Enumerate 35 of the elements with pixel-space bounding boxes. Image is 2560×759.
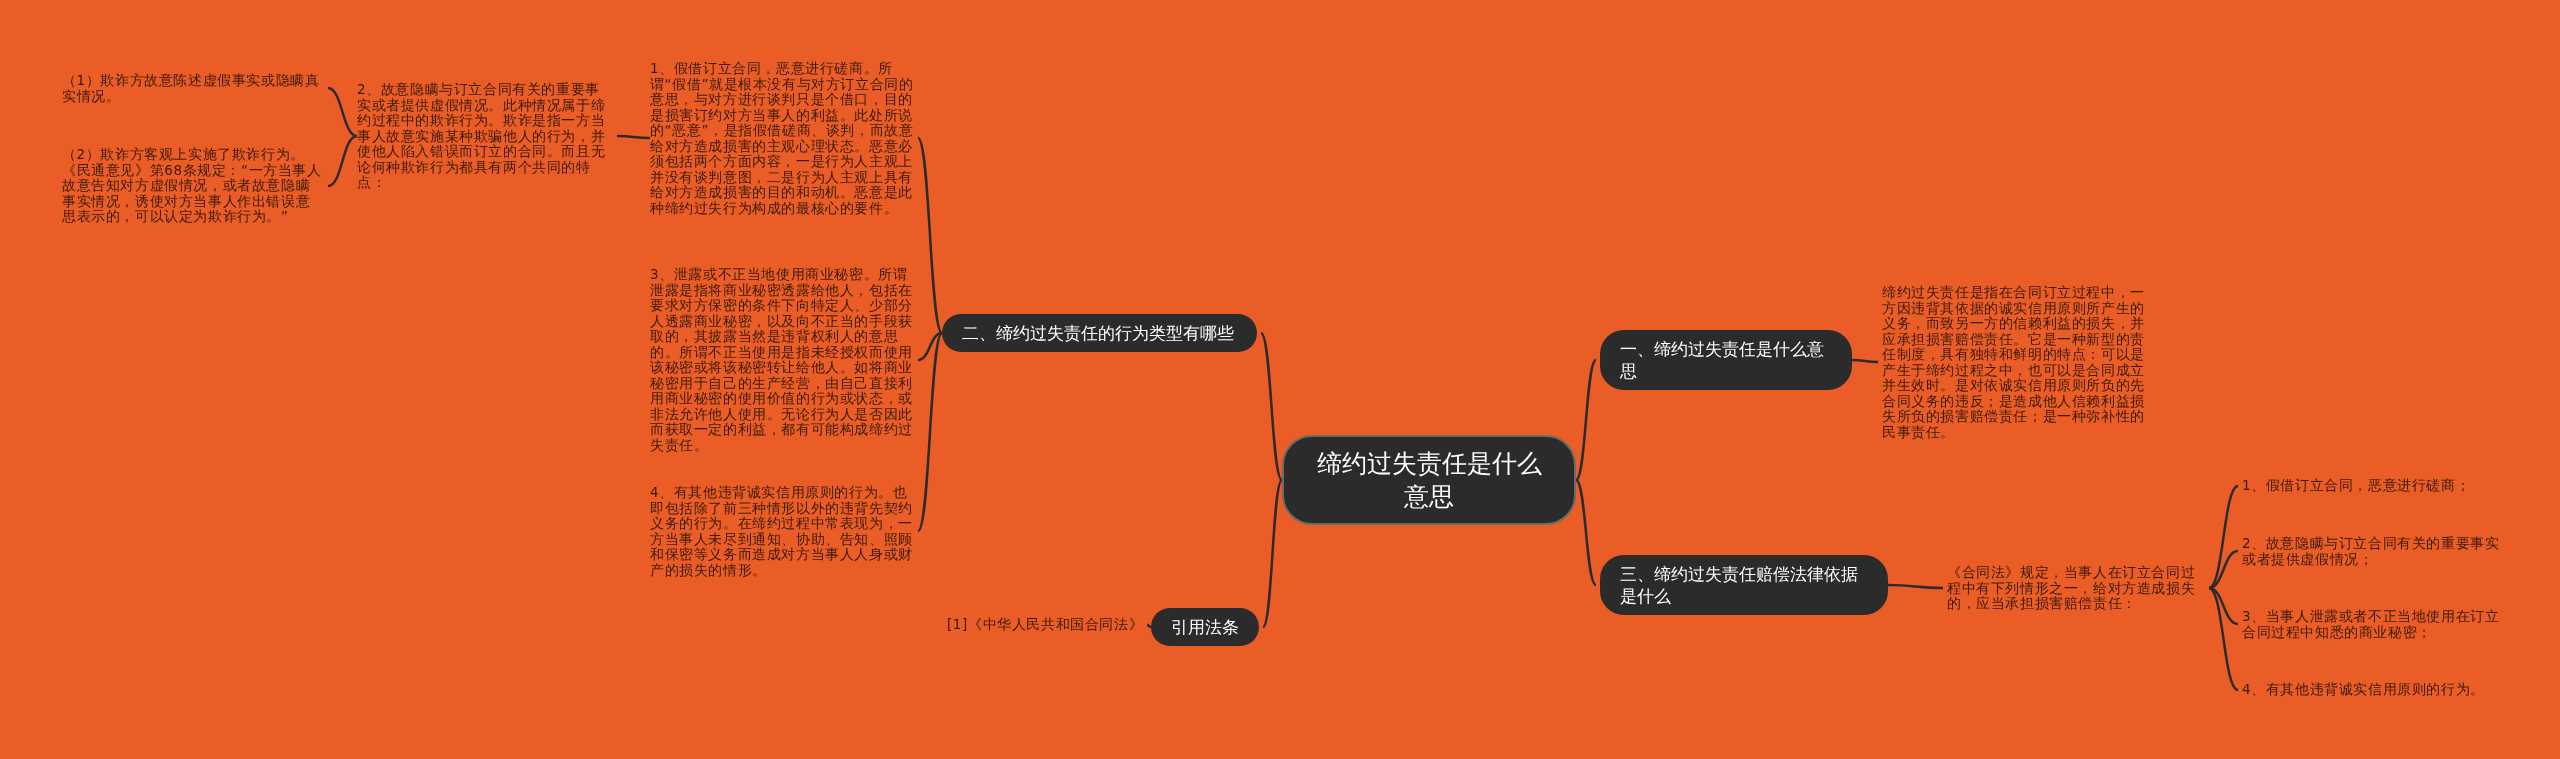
connector-line [1575,479,1597,586]
note-text: [1]《中华人民共和国合同法》 [947,617,1144,633]
connector-line [2208,484,2239,590]
note-text: （1）欺诈方故意陈述虚假事实或隐瞒真实情况。 [62,72,324,104]
connector-line [617,134,650,140]
note-text: 3、泄露或不正当地使用商业秘密。所谓泄露是指将商业秘密透露给他人，包括在要求对方保密的条件下向特定人、少部分人透露商业秘密，以及向不正当的手段获取的，其披露当然是违背权利人的意思的。所谓不正当使用是指未经授权而使用该秘密或将该秘密转让给他人。如将商业秘密用于自己的生产经营，由自己直接利用商业秘密的使用价值的行为或状态，或非法允许他人使用。无论行为人是否因此而获取一定的利益，都有可能构成缔约过失责任。 [650,267,914,453]
connector-line [1146,623,1152,629]
topic-box: 三、缔约过失责任赔偿法律依据是什么 [1600,555,1888,615]
note-text: 1、假借订立合同，恶意进行磋商； [2242,478,2504,494]
connector-line [327,134,358,188]
connector-line [917,331,943,362]
topic-box: 引用法条 [1151,608,1259,646]
connector-line [1888,583,1943,590]
topic-box: 一、缔约过失责任是什么意思 [1600,330,1852,390]
topic-box: 二、缔约过失责任的行为类型有哪些 [942,314,1257,352]
note-text: 4、有其他违背诚实信用原则的行为。也即包括除了前三种情形以外的违背先契约义务的行为。在缔约过程中常表现为，一方当事人未尽到通知、协助、告知、照顾和保密等义务而造成对方当事人人身或财产的损失的情形。 [650,484,914,578]
note-text: 《合同法》规定，当事人在订立合同过程中有下列情形之一，给对方造成损失的，应当承担损害赔偿责任： [1947,564,2209,612]
connector-line [2208,549,2239,590]
central-topic-box: 缔约过失责任是什么意思 [1282,435,1576,525]
connector-line [2208,586,2239,626]
connector-line [917,137,943,334]
note-text: 4、有其他违背诚实信用原则的行为。 [2242,682,2504,698]
note-text: 缔约过失责任是指在合同订立过程中，一方因违背其依据的诚实信用原则所产生的义务，而致另一方的信赖利益的损失，并应承担损害赔偿责任。它是一种新型的责任制度，具有独特和鲜明的特点：可以是产生于缔约过程之中，也可以是合同成立并生效时。是对依诚实信用原则所负的先合同义务的违反；是造成他人信赖利益损失所负的损害赔偿责任；是一种弥补性的民事责任。 [1882,284,2148,440]
connector-line [1260,332,1283,481]
note-text: 1、假借订立合同，恶意进行磋商。所谓“假借”就是根本没有与对方订立合同的意思，与对方进行谈判只是个借口，目的是损害订约对方当事人的利益。此处所说的“恶意”，是指假借磋商、谈判，而故意给对方造成损害的主观心理状态。恶意必须包括两个方面内容，一是行为人主观上并没有谈判意图，二是行为人主观上具有给对方造成损害的目的和动机。恶意是此种缔约过失行为构成的最核心的要件。 [650,60,914,216]
note-text: 2、故意隐瞒与订立合同有关的重要事实或者提供虚假情况。此种情况属于缔约过程中的欺诈行为。欺诈是指一方当事人故意实施某种欺骗他人的行为，并使他人陷入错误而订立的合同。而且无论何种欺诈行为都具有两个共同的特点： [357,81,613,191]
note-text: 3、当事人泄露或者不正当地使用在订立合同过程中知悉的商业秘密； [2242,608,2504,640]
connector-line [2208,586,2239,692]
connector-line [1262,479,1283,628]
note-text: 2、故意隐瞒与订立合同有关的重要事实或者提供虚假情况； [2242,535,2504,567]
connector-line [916,332,944,532]
note-text: （2）欺诈方客观上实施了欺诈行为。《民通意见》第68条规定：“一方当事人故意告知对方虚假情况，或者故意隐瞒事实情况，诱使对方当事人作出错误意思表示的，可以认定为欺诈行为。” [62,147,324,225]
connector-line [1575,359,1597,481]
connector-line [1852,358,1878,364]
connector-line [327,86,358,138]
